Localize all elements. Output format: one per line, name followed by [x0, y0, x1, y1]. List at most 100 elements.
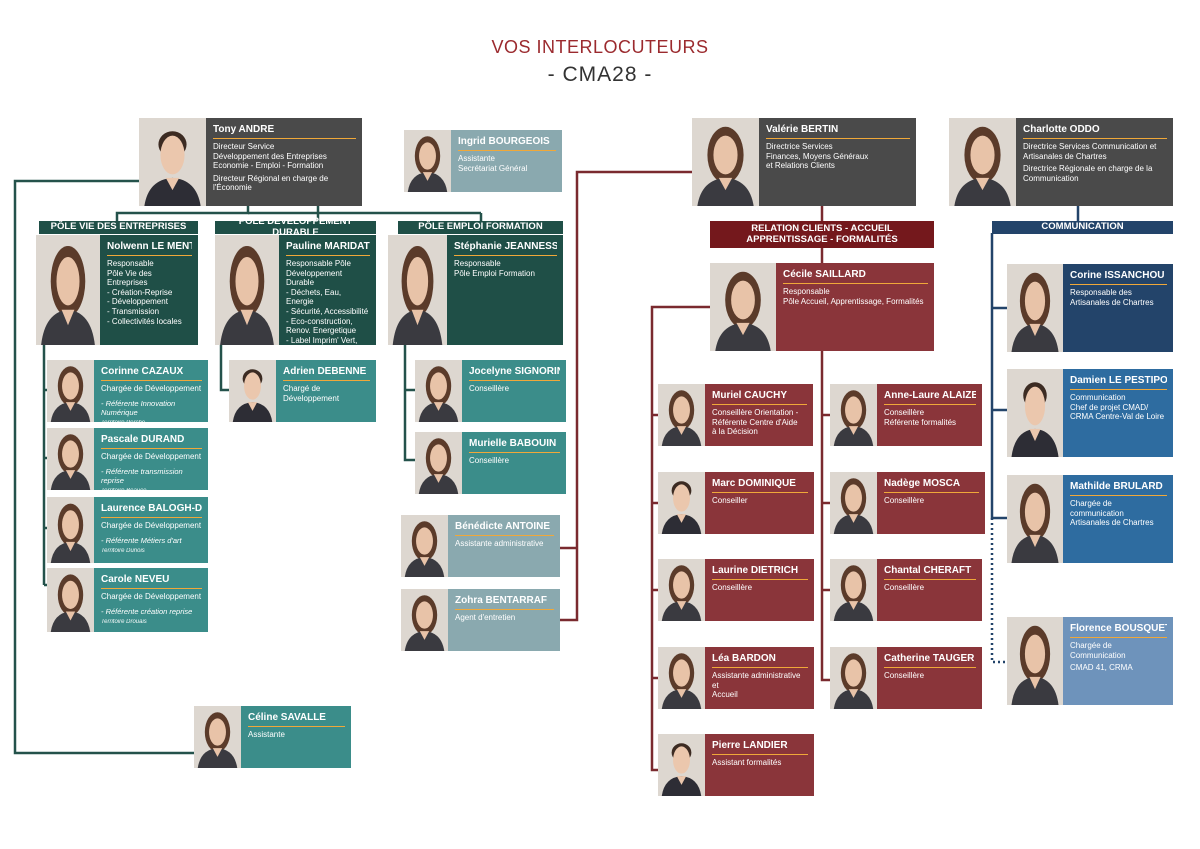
photo-signorini [415, 360, 462, 422]
person-role: Chargée de Développement [101, 452, 202, 462]
person-name: Zohra BENTARRAF [455, 595, 554, 610]
person-territory: Territoire Dunois [101, 547, 145, 554]
portrait-bousquet-icon [1007, 617, 1063, 705]
role-line: - Sécurité, Accessibilité [286, 306, 369, 316]
person-role: Conseillère [469, 384, 560, 394]
role-line: Communication [1070, 650, 1126, 660]
photo-dietrich [658, 559, 705, 621]
person-role: Chargée de Développement [101, 384, 202, 394]
photo-andre [139, 118, 206, 206]
photo-bentarraf [401, 589, 448, 651]
portrait-saillard-icon [710, 263, 776, 351]
role-line: Développement des Entreprises [213, 151, 327, 161]
person-name: Jocelyne SIGNORINI [469, 366, 560, 381]
person-role: Chargée de Développement [101, 592, 202, 602]
role-line: Finances, Moyens Généraux [766, 151, 869, 161]
role-line: Référente formalités [884, 417, 957, 427]
role-line: et Relations Clients [766, 161, 835, 171]
role-line: Conseillère [469, 456, 510, 465]
header-communication: COMMUNICATION [992, 221, 1173, 234]
portrait-savalle-icon [194, 706, 241, 768]
person-territory: Territoire Perche [101, 420, 202, 422]
photo-bourgeois [404, 130, 451, 192]
role-line: Responsable des [1070, 288, 1132, 297]
role-line: Responsable [454, 259, 501, 268]
portrait-bertin-icon [692, 118, 759, 206]
role-line: Chargé de [283, 384, 321, 393]
portrait-dominique-icon [658, 472, 705, 534]
card-balogh: Laurence BALOGH-DAROCZYChargée de Dévelo… [47, 497, 208, 563]
role-line: Assistante administrative [455, 539, 544, 548]
info-signorini: Jocelyne SIGNORINI Conseillère [462, 360, 566, 422]
portrait-dietrich-icon [658, 559, 705, 621]
photo-dominique [658, 472, 705, 534]
role-line: Artisanales de Chartres [1070, 518, 1154, 528]
person-referent-note: - Référente Métiers d'art [101, 535, 182, 545]
portrait-tauger-icon [830, 647, 877, 709]
portrait-andre-icon [139, 118, 206, 206]
role-line: Directrice Services Communication et [1023, 142, 1157, 151]
info-alaizeau: Anne-Laure ALAIZEAUConseillèreRéférente … [877, 384, 982, 446]
card-lementec: Nolwenn LE MENTECResponsablePôle Vie des… [36, 235, 198, 345]
person-name: Adrien DEBENNE [283, 366, 370, 381]
photo-brulard [1007, 475, 1063, 563]
role-line: Chargée de Développement [101, 452, 202, 461]
role-line: Conseiller [712, 496, 748, 505]
person-name: Tony ANDRE [213, 124, 356, 139]
portrait-debenne-icon [229, 360, 276, 422]
person-name: Nolwenn LE MENTEC [107, 241, 192, 256]
person-role: Conseillère [884, 583, 976, 593]
role-line: Référente Centre d'Aide [712, 417, 798, 427]
photo-saillard [710, 263, 776, 351]
role-line: Conseillère [469, 384, 510, 393]
photo-savalle [194, 706, 241, 768]
role-line: Conseillère [712, 583, 753, 592]
person-role: Chargée de Développement [101, 521, 202, 531]
person-role: Conseillère [712, 583, 808, 593]
role-line: à la Décision [712, 427, 758, 437]
role-line: Conseillère Orientation - [712, 408, 799, 417]
portrait-bardon-icon [658, 647, 705, 709]
photo-cauchy [658, 384, 705, 446]
role-line: Responsable [107, 259, 154, 268]
person-territory: Territoire Beauce [101, 488, 202, 490]
role-line: Directeur Service [213, 142, 275, 151]
person-name: Corinne CAZAUX [101, 366, 202, 381]
person-name: Léa BARDON [712, 653, 808, 668]
page-title: VOS INTERLOCUTEURS [491, 37, 709, 57]
portrait-lementec-icon [36, 235, 100, 345]
portrait-maridat-icon [215, 235, 279, 345]
role-line: - Création-Reprise [107, 287, 173, 297]
header-relation-clients-line2: APPRENTISSAGE - FORMALITÉS [746, 233, 898, 245]
photo-mosca [830, 472, 877, 534]
photo-neveu [47, 568, 94, 632]
person-role: Conseillère [884, 671, 976, 681]
person-territory: Territoire Drouais [101, 618, 147, 625]
page-subtitle: - CMA28 - [547, 63, 653, 86]
portrait-oddo-icon [949, 118, 1016, 206]
person-role: Conseiller [712, 496, 808, 506]
portrait-alaizeau-icon [830, 384, 877, 446]
